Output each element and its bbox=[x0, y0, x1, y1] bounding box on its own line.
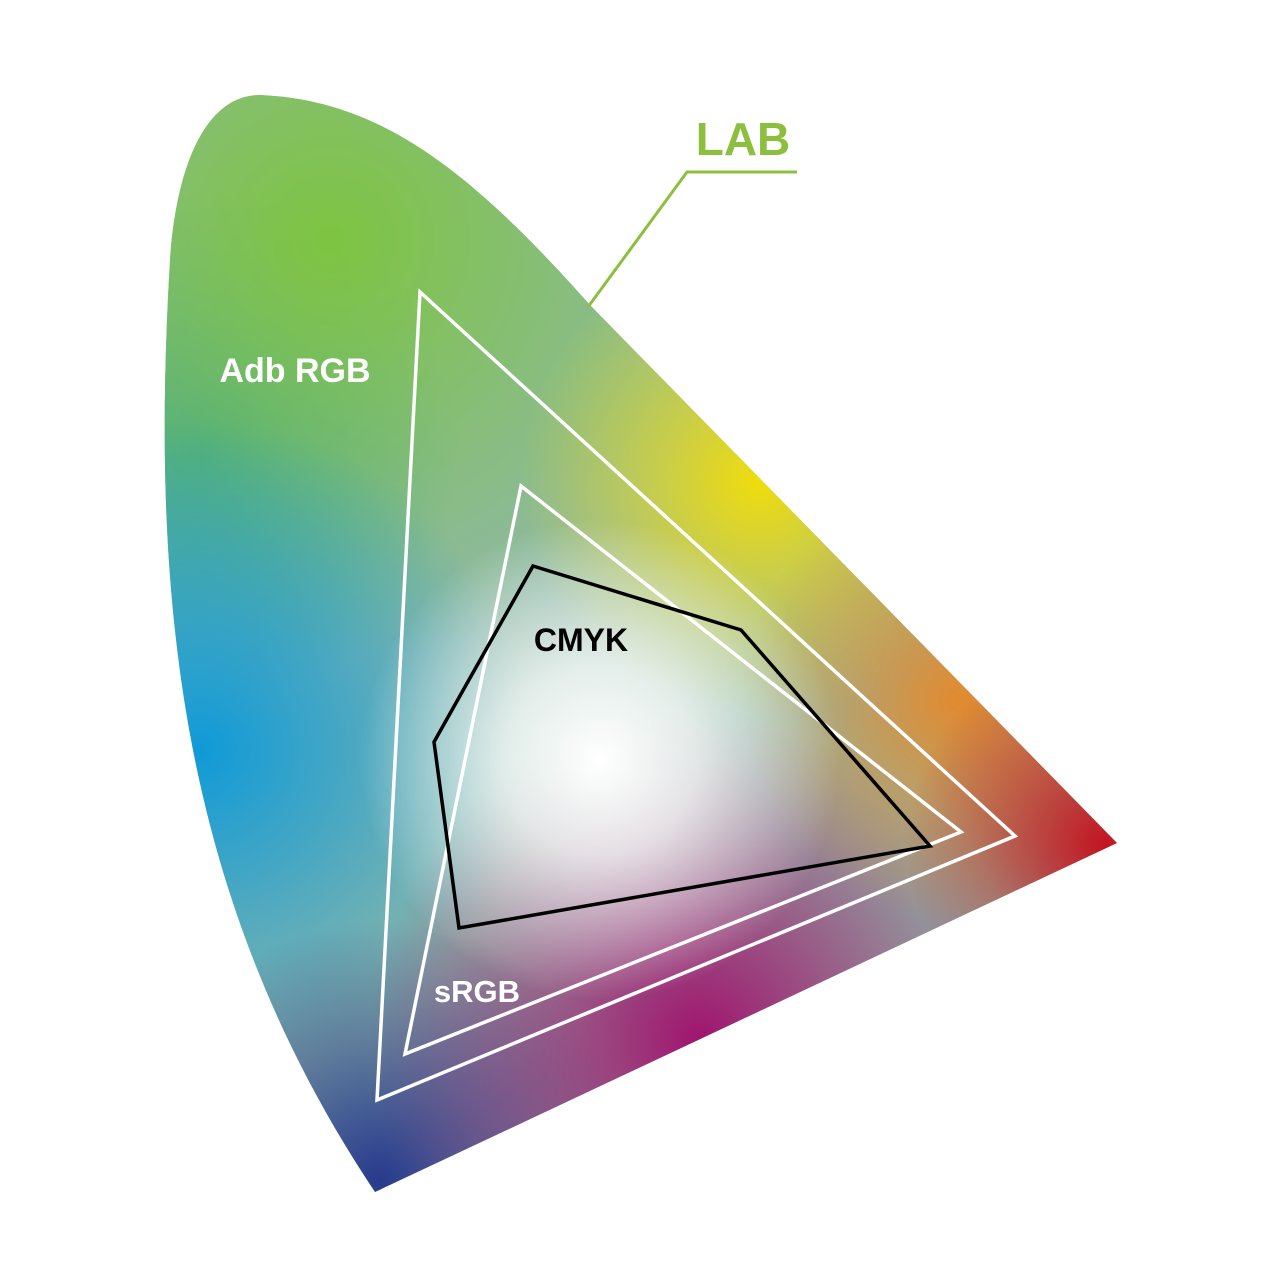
lab-leader-line bbox=[586, 170, 797, 308]
cmyk-gamut-outline bbox=[432, 563, 934, 931]
cmyk-label: CMYK bbox=[534, 622, 628, 658]
srgb-label: sRGB bbox=[434, 974, 520, 1009]
adobe-rgb-gamut-outline bbox=[375, 288, 1019, 1103]
adobe-rgb-label: Adb RGB bbox=[219, 352, 370, 390]
lab-label: LAB bbox=[696, 113, 791, 165]
srgb-gamut-outline bbox=[402, 482, 965, 1057]
